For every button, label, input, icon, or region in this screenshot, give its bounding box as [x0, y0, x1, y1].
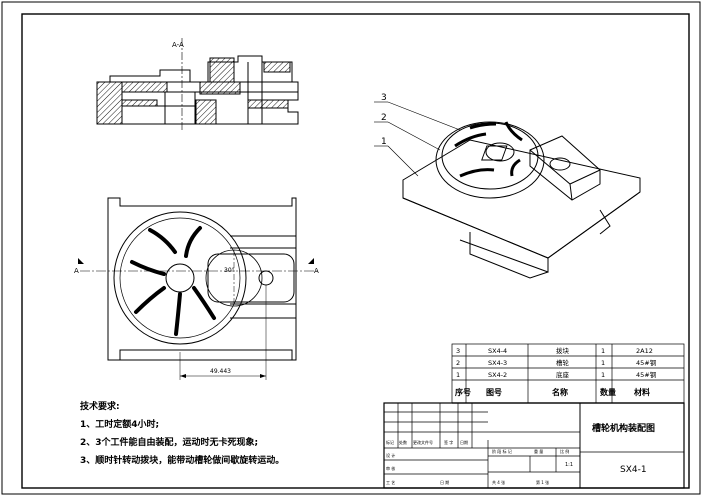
bom-header-cell: 序号 — [455, 387, 471, 397]
tb-date-2: 日 期 — [440, 479, 449, 485]
bom-cell: SX4-4 — [488, 347, 507, 355]
dimension-label: 49.443 — [210, 368, 231, 375]
bom-cell: 1 — [601, 359, 605, 367]
bom-cell: 1 — [601, 347, 605, 355]
tb-sheet-no: 第 1 张 — [536, 479, 549, 485]
bom-cell: 45#钢 — [636, 359, 657, 367]
bom-cell: 槽轮 — [556, 358, 570, 367]
tb-signature: 签 字 — [444, 439, 453, 445]
bom-cell: 1 — [456, 371, 460, 379]
cut-mark-left: A — [74, 267, 79, 275]
bom-cell: 拨块 — [556, 346, 570, 355]
bom-cell: 底座 — [556, 370, 570, 379]
tb-review: 审 核 — [386, 465, 395, 471]
notes-heading: 技术要求: — [80, 402, 120, 412]
tb-scale-label: 比 例 — [560, 448, 569, 454]
tb-weight: 重 量 — [534, 448, 543, 454]
bom-cell: SX4-2 — [488, 371, 507, 379]
section-view: A-A — [96, 38, 299, 130]
note-item: 3、顺时针转动拨块，能带动槽轮做间歇旋转运动。 — [80, 456, 285, 466]
balloon-2: 2 — [381, 113, 387, 123]
section-label: A-A — [172, 41, 184, 49]
title-block — [383, 402, 685, 489]
tb-date: 日期 — [460, 439, 468, 445]
drawing-name: 槽轮机构装配图 — [592, 422, 655, 434]
tb-stage-mark: 阶 段 标 记 — [492, 448, 512, 454]
technical-notes: 技术要求: 1、工时定额4小时; 2、3个工件能自由装配，运动时无卡死现象; 3… — [80, 398, 284, 470]
tb-scale: 1:1 — [565, 462, 573, 468]
bom-cell: 2 — [456, 359, 460, 367]
balloon-1: 1 — [381, 137, 387, 147]
bom-header-cell: 名称 — [552, 387, 568, 397]
leader-2 — [387, 121, 441, 151]
tb-process: 工 艺 — [386, 480, 395, 485]
cut-mark-right: A — [314, 267, 319, 275]
plan-view: A A 30° 49.443 — [74, 197, 320, 380]
note-item: 1、工时定额4小时; — [80, 420, 160, 430]
tb-change-doc: 更改文件号 — [413, 439, 433, 445]
isometric-view: 3 2 1 — [374, 93, 641, 279]
drawing-number: SX4-1 — [620, 465, 647, 475]
balloon-3: 3 — [381, 93, 387, 103]
bom-cell: 3 — [456, 347, 460, 355]
bom-header-cell: 材料 — [634, 387, 650, 397]
bom-cell: SX4-3 — [488, 359, 507, 367]
note-item: 2、3个工件能自由装配，运动时无卡死现象; — [80, 438, 259, 448]
tb-count: 处数 — [399, 439, 407, 445]
leader-3 — [387, 101, 461, 131]
leader-1 — [387, 145, 419, 177]
bom-cell: 2A12 — [636, 347, 653, 355]
inner-border — [21, 13, 690, 489]
title-block-text: 标记 处数 更改文件号 签 字 日期 设 计 审 核 工 艺 阶 段 标 记 重… — [386, 422, 655, 485]
angle-label: 30° — [224, 267, 235, 274]
tb-sheets-total: 共 4 张 — [492, 479, 505, 485]
bom-cell: 45#钢 — [636, 371, 657, 379]
bom-header-cell: 数量 — [600, 387, 616, 397]
tb-design: 设 计 — [386, 452, 395, 458]
tb-mark: 标记 — [386, 439, 394, 445]
bom-cell: 1 — [601, 371, 605, 379]
bom-header-cell: 图号 — [486, 388, 502, 397]
